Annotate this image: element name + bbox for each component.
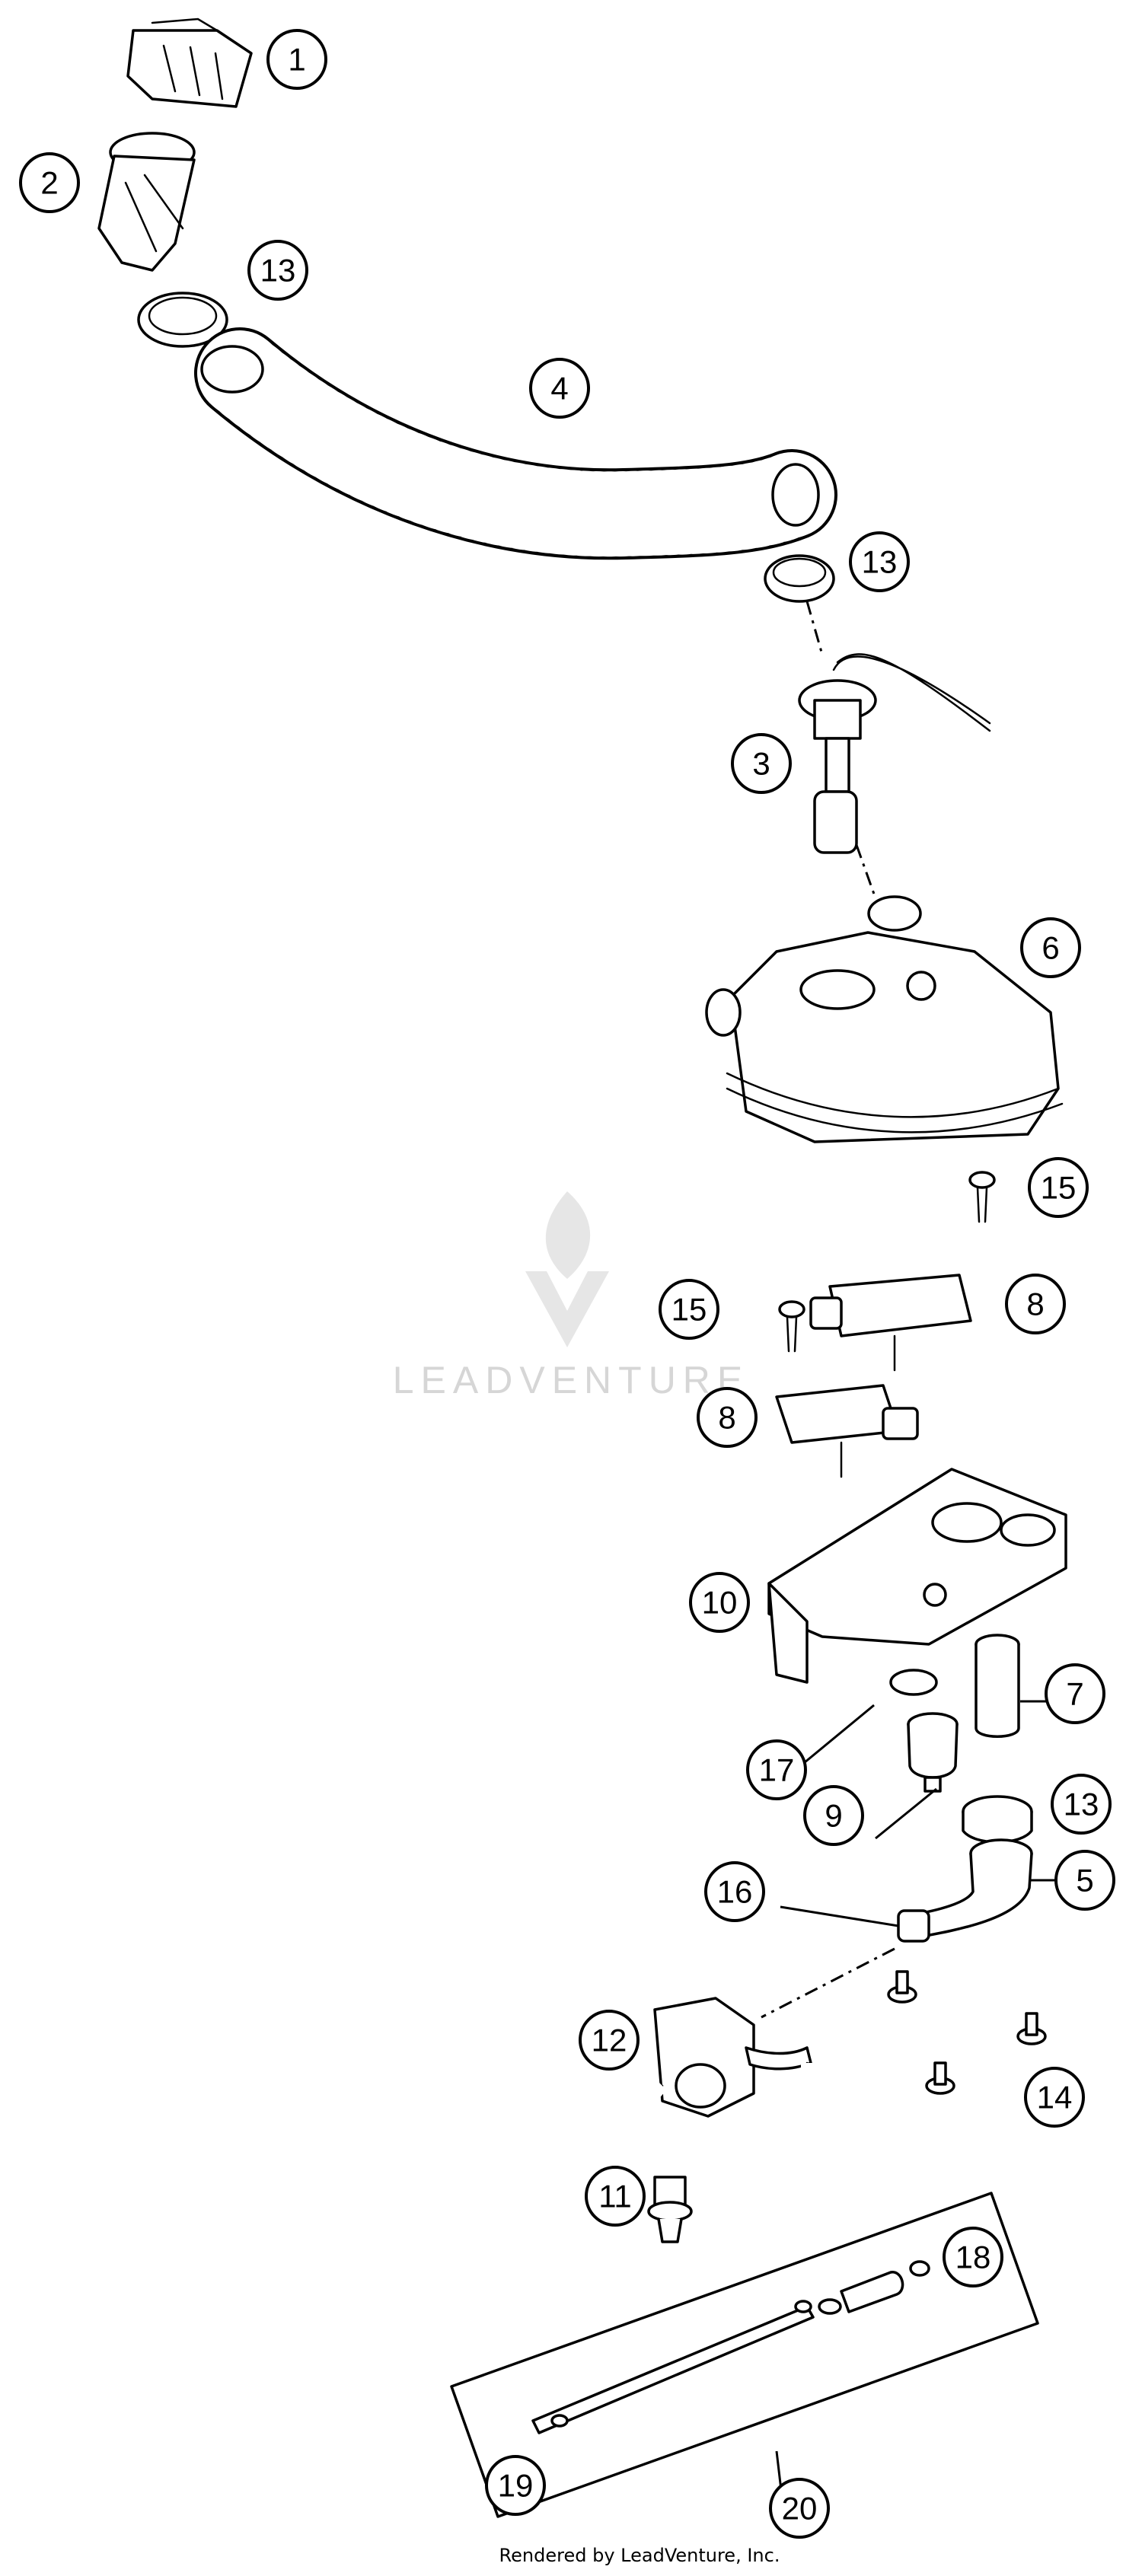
svg-text:4: 4 [550, 371, 568, 406]
svg-text:8: 8 [1026, 1286, 1044, 1322]
watermark-brand: LEADVENTURE [393, 1359, 750, 1401]
svg-text:8: 8 [718, 1400, 735, 1436]
part-2-filler-neck [97, 132, 196, 272]
svg-text:16: 16 [717, 1874, 753, 1910]
svg-text:3: 3 [752, 746, 770, 782]
assembly-line-pump [761, 1947, 895, 2019]
svg-text:14: 14 [1037, 2080, 1073, 2115]
part-7-filter [975, 1634, 1020, 1738]
callout-13-lower: 13 [1051, 1774, 1112, 1835]
part-8-sensor-upper [809, 1274, 972, 1372]
svg-text:15: 15 [1041, 1170, 1077, 1206]
callout-11: 11 [585, 2166, 646, 2227]
callout-15-left: 15 [659, 1279, 719, 1340]
part-15-screw-right [968, 1171, 996, 1223]
part-13-hose-clamp-lower [962, 1795, 1033, 1844]
svg-text:11: 11 [598, 2179, 632, 2214]
svg-text:20: 20 [782, 2491, 818, 2527]
svg-text:2: 2 [40, 165, 58, 201]
part-4-corrugated-hose [194, 327, 837, 560]
part-16-hose-clip [897, 1909, 930, 1943]
callout-15-right: 15 [1028, 1157, 1089, 1218]
part-6-fuel-tank [705, 895, 1064, 1143]
part-13-hose-clamp-top [137, 292, 228, 348]
svg-text:12: 12 [592, 2023, 627, 2058]
part-14-screw-a [887, 1970, 917, 2004]
callout-3: 3 [731, 733, 792, 794]
part-17-spring-clip [889, 1669, 938, 1696]
callout-8-lower: 8 [697, 1387, 758, 1448]
svg-text:17: 17 [759, 1752, 795, 1788]
callout-4: 4 [529, 358, 590, 419]
callout-19: 19 [485, 2455, 546, 2516]
callouts: 1 2 13 4 13 3 6 15 [19, 29, 1115, 2539]
callout-7: 7 [1045, 1663, 1105, 1724]
svg-text:5: 5 [1076, 1863, 1093, 1899]
assembly-line-top [805, 601, 824, 655]
callout-13-middle: 13 [849, 531, 910, 592]
part-12-fuel-pump [640, 1997, 813, 2169]
callout-18: 18 [943, 2227, 1003, 2287]
part-5-elbow-fitting [912, 1838, 1033, 1939]
flame-logo-icon [525, 1191, 609, 1347]
callout-8-upper: 8 [1005, 1274, 1066, 1334]
svg-text:9: 9 [825, 1798, 842, 1834]
svg-text:1: 1 [288, 42, 305, 78]
part-3-level-sensor [798, 653, 991, 854]
part-8-sensor-lower [775, 1384, 919, 1478]
svg-text:7: 7 [1066, 1676, 1083, 1712]
part-9-check-valve [907, 1712, 959, 1793]
callout-1: 1 [266, 29, 327, 90]
svg-text:18: 18 [955, 2240, 991, 2275]
callout-12: 12 [579, 2010, 640, 2071]
callout-20: 20 [769, 2478, 830, 2539]
svg-text:10: 10 [702, 1585, 738, 1621]
part-14-screw-c [925, 2061, 955, 2095]
assembly-line-tank [855, 844, 877, 899]
part-13-hose-clamp-middle [764, 554, 835, 603]
callout-6: 6 [1020, 917, 1081, 978]
svg-text:19: 19 [498, 2468, 534, 2504]
callout-10: 10 [689, 1572, 750, 1633]
svg-text:13: 13 [862, 544, 898, 580]
part-15-screw-left [778, 1300, 805, 1353]
svg-text:15: 15 [671, 1292, 707, 1328]
callout-16: 16 [704, 1861, 765, 1922]
callout-2: 2 [19, 152, 80, 213]
svg-text:6: 6 [1042, 930, 1059, 966]
callout-13-top: 13 [247, 240, 308, 301]
callout-9: 9 [803, 1785, 864, 1846]
svg-text:13: 13 [260, 253, 296, 289]
part-20-hose-kit-panel [450, 2192, 1039, 2518]
leadventure-watermark: LEADVENTURE [393, 1191, 750, 1401]
part-1-cap [126, 18, 253, 108]
part-10-bracket [767, 1468, 1067, 1684]
part-11-bolt [647, 2176, 693, 2243]
callout-5: 5 [1054, 1850, 1115, 1911]
footer-credit: Rendered by LeadVenture, Inc. [499, 2545, 780, 2566]
callout-14: 14 [1024, 2067, 1085, 2128]
svg-text:13: 13 [1064, 1787, 1099, 1822]
part-14-screw-b [1016, 2012, 1047, 2045]
callout-17: 17 [746, 1739, 807, 1800]
